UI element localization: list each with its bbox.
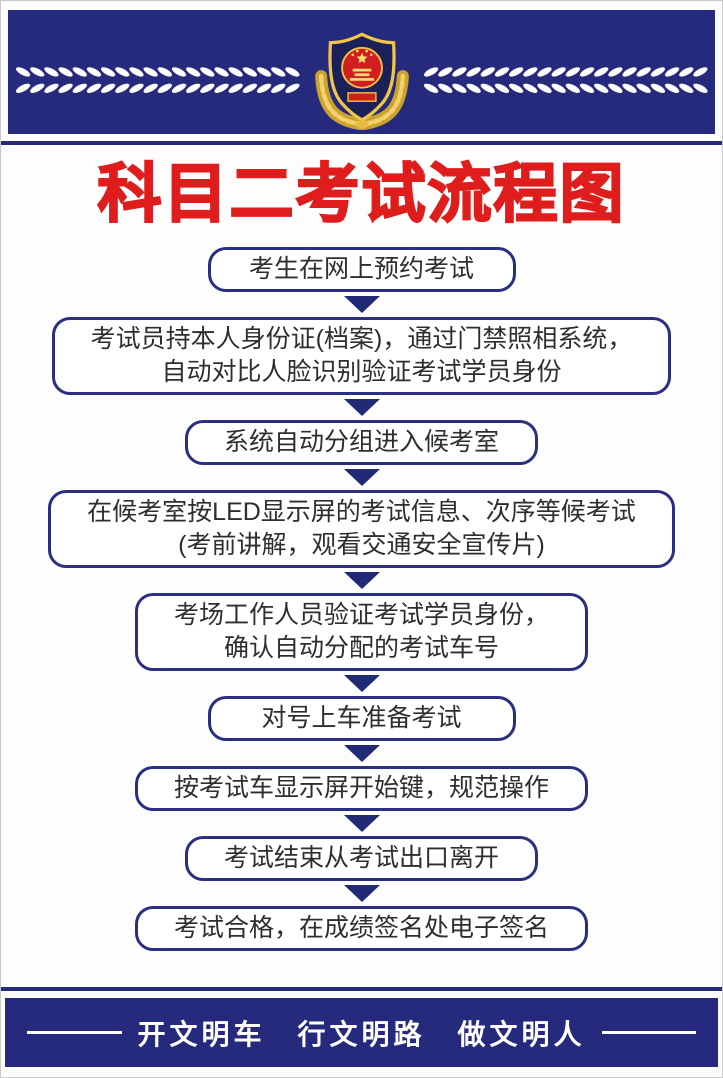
flow-step-2: 考试员持本人身份证(档案)，通过门禁照相系统， 自动对比人脸识别验证考试学员身份 (51, 317, 672, 395)
flow-step-text: 对号上车准备考试 (261, 704, 462, 732)
flow-step-8: 考试结束从考试出口离开 (184, 836, 538, 881)
chevron-band-right-icon (423, 61, 707, 101)
flow-step-text: 确认自动分配的考试车号 (223, 634, 499, 662)
flow-step-text: 考试合格，在成绩签名处电子签名 (173, 914, 549, 942)
down-arrow-icon (343, 815, 380, 832)
flow-step-6: 对号上车准备考试 (207, 696, 516, 741)
flow-step-text: 自动对比人脸识别验证考试学员身份 (161, 358, 562, 386)
down-arrow-icon (343, 469, 380, 486)
flow-step-text: 考试员持本人身份证(档案)，通过门禁照相系统， (90, 325, 633, 353)
police-badge-icon (314, 32, 409, 130)
chevron-band-left-icon (16, 61, 300, 101)
down-arrow-icon (343, 885, 380, 902)
down-arrow-icon (343, 399, 380, 416)
flow-step-7: 按考试车显示屏开始键，规范操作 (134, 766, 588, 811)
down-arrow-icon (343, 745, 380, 762)
flow-step-4: 在候考室按LED显示屏的考试信息、次序等候考试 (考前讲解，观看交通安全宣传片) (48, 490, 675, 568)
footer-line-left (27, 1031, 122, 1034)
flow-step-1: 考生在网上预约考试 (207, 247, 516, 292)
flow-step-3: 系统自动分组进入候考室 (184, 420, 538, 465)
footer-divider (1, 987, 722, 991)
flow-step-text: 系统自动分组进入候考室 (223, 428, 499, 456)
footer-band: 开文明车 行文明路 做文明人 (5, 998, 718, 1067)
down-arrow-icon (343, 296, 380, 313)
poster-title: 科目二考试流程图 (97, 157, 626, 231)
flow-step-text: 考生在网上预约考试 (248, 255, 474, 283)
header-divider (1, 141, 722, 145)
flow-step-9: 考试合格，在成绩签名处电子签名 (134, 906, 588, 951)
flowchart: 考生在网上预约考试考试员持本人身份证(档案)，通过门禁照相系统， 自动对比人脸识别… (1, 247, 722, 951)
flow-step-text: 按考试车显示屏开始键，规范操作 (173, 774, 549, 802)
flow-step-text: 考试结束从考试出口离开 (223, 844, 499, 872)
down-arrow-icon (343, 675, 380, 692)
header-band (8, 10, 715, 134)
flow-step-text: 考场工作人员验证考试学员身份， (173, 601, 549, 629)
flow-step-5: 考场工作人员验证考试学员身份， 确认自动分配的考试车号 (134, 593, 588, 671)
down-arrow-icon (343, 572, 380, 589)
footer-slogan: 开文明车 行文明路 做文明人 (137, 1018, 586, 1050)
flow-step-text: (考前讲解，观看交通安全宣传片) (178, 531, 545, 559)
footer-line-right (601, 1031, 697, 1034)
flow-step-text: 在候考室按LED显示屏的考试信息、次序等候考试 (87, 498, 636, 526)
